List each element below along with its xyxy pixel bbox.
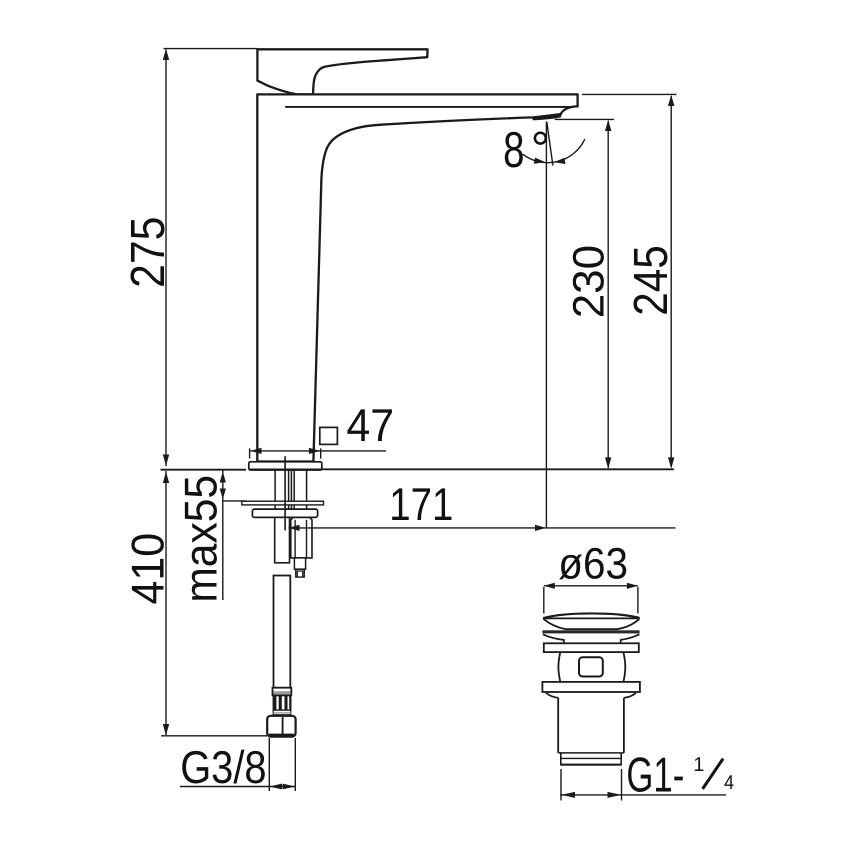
svg-text:ø63: ø63 [558,540,628,589]
svg-text:245: 245 [625,245,678,315]
svg-text:°: ° [531,123,550,176]
svg-text:max55: max55 [175,475,227,603]
svg-text:G3/8: G3/8 [180,741,266,793]
svg-text:171: 171 [389,478,453,530]
svg-text:1: 1 [693,754,704,776]
svg-text:275: 275 [122,217,175,288]
svg-text:410: 410 [122,533,174,605]
svg-text:G1-: G1- [626,748,684,802]
svg-text:230: 230 [564,245,613,318]
svg-text:4: 4 [724,772,734,794]
svg-text:8: 8 [503,121,524,178]
svg-text:47: 47 [346,399,394,451]
